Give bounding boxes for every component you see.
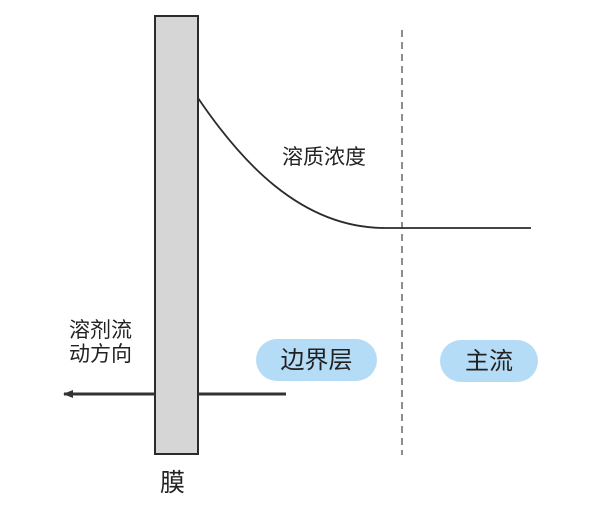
bulk-flow-badge: 主流 <box>440 340 538 382</box>
solvent-flow-label-line-2: 动方向 <box>69 342 132 366</box>
boundary-layer-badge: 边界层 <box>256 339 377 381</box>
solvent-flow-label-line-1: 溶剂流 <box>69 318 132 342</box>
concentration-curve <box>197 97 531 229</box>
solvent-flow-direction-label: 溶剂流 动方向 <box>69 318 132 366</box>
solute-concentration-label: 溶质浓度 <box>282 145 366 169</box>
membrane-label: 膜 <box>160 468 186 497</box>
membrane <box>154 15 199 455</box>
